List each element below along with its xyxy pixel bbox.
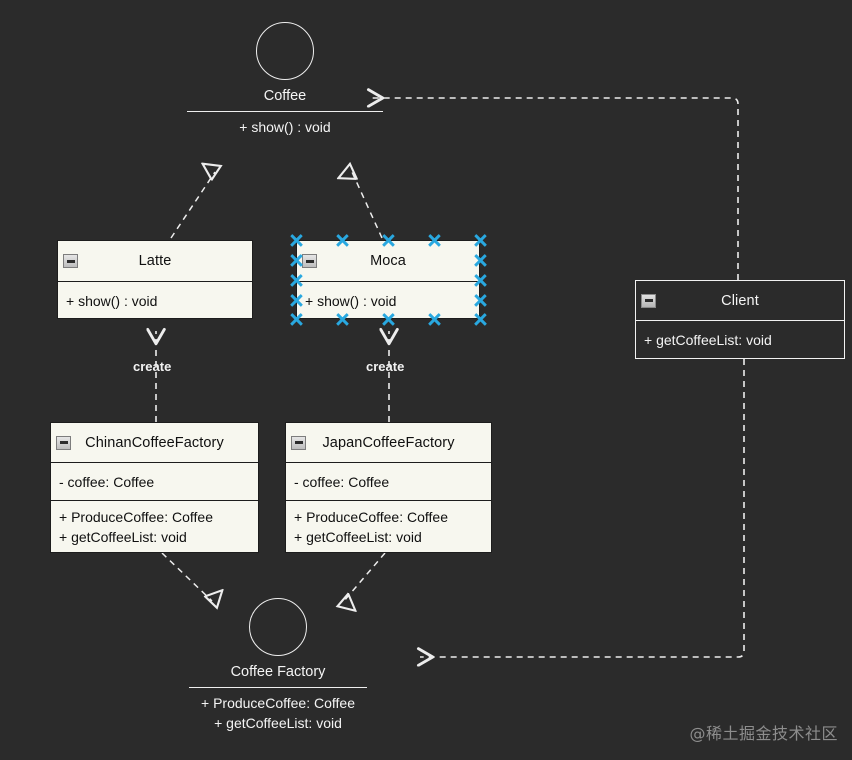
resize-handle-s[interactable]: [382, 313, 395, 326]
interface-coffee-factory[interactable]: Coffee Factory + ProduceCoffee: Coffee +…: [178, 598, 378, 733]
class-method-client-getcoffeelist: + getCoffeeList: void: [644, 332, 772, 348]
class-methods-compartment-chinan: + ProduceCoffee: Coffee + getCoffeeList:…: [51, 500, 258, 553]
class-box-chinancoffeefactory[interactable]: ChinanCoffeeFactory - coffee: Coffee + P…: [50, 422, 259, 553]
minus-icon[interactable]: [291, 435, 306, 450]
resize-handle-s1[interactable]: [336, 313, 349, 326]
resize-handle-e2[interactable]: [474, 294, 487, 307]
resize-handle-e1[interactable]: [474, 254, 487, 267]
interface-divider-coffee-factory: [189, 687, 367, 688]
resize-handle-n[interactable]: [382, 234, 395, 247]
class-box-latte[interactable]: Latte + show() : void: [57, 240, 253, 319]
edge-japan-realizes-coffeefactory: [344, 552, 386, 601]
interface-circle-coffee: [256, 22, 314, 80]
class-method-chinan-producecoffee: + ProduceCoffee: Coffee: [59, 509, 213, 525]
class-title-compartment-moca: Moca: [297, 241, 479, 281]
resize-handle-w[interactable]: [290, 274, 303, 287]
edge-chinan-realizes-coffeefactory: [161, 552, 212, 601]
interface-method-getcoffeelist: + getCoffeeList: void: [214, 715, 342, 731]
minus-icon[interactable]: [63, 254, 78, 268]
edge-moca-realizes-coffee: [352, 172, 383, 239]
class-method-japan-getcoffeelist: + getCoffeeList: void: [294, 529, 422, 545]
class-method-chinan-getcoffeelist: + getCoffeeList: void: [59, 529, 187, 545]
watermark-text: @稀土掘金技术社区: [689, 724, 838, 743]
resize-handle-e[interactable]: [474, 274, 487, 287]
class-methods-compartment-moca: + show() : void: [297, 281, 479, 319]
edge-latte-realizes-coffee: [170, 172, 215, 239]
class-title-compartment-client: Client: [636, 281, 844, 320]
edge-label-chinan-create: create: [133, 359, 172, 374]
interface-method-producecoffee: + ProduceCoffee: Coffee: [201, 695, 355, 711]
minus-icon[interactable]: [56, 435, 71, 450]
interface-members-coffee: + show() : void: [239, 119, 331, 135]
class-title-client: Client: [721, 292, 759, 309]
interface-coffee[interactable]: Coffee + show() : void: [187, 22, 383, 137]
resize-handle-s2[interactable]: [428, 313, 441, 326]
class-method-moca-show: + show() : void: [305, 292, 397, 309]
class-title-chinancoffeefactory: ChinanCoffeeFactory: [85, 434, 224, 451]
class-title-moca: Moca: [370, 253, 406, 269]
class-title-compartment-latte: Latte: [58, 241, 252, 281]
interface-divider-coffee: [187, 111, 383, 112]
interface-name-coffee-factory: Coffee Factory: [230, 664, 326, 680]
interface-name-coffee: Coffee: [263, 88, 307, 104]
class-title-latte: Latte: [138, 253, 172, 269]
resize-handle-ne[interactable]: [474, 234, 487, 247]
class-methods-compartment-japan: + ProduceCoffee: Coffee + getCoffeeList:…: [286, 500, 491, 553]
resize-handle-n2[interactable]: [428, 234, 441, 247]
class-box-moca[interactable]: Moca + show() : void: [296, 240, 480, 319]
resize-handle-n1[interactable]: [336, 234, 349, 247]
resize-handle-nw[interactable]: [290, 234, 303, 247]
interface-circle-coffee-factory: [249, 598, 307, 656]
resize-handle-w2[interactable]: [290, 294, 303, 307]
edge-label-japan-create: create: [366, 359, 405, 374]
class-attribute-japan-coffee: - coffee: Coffee: [294, 473, 390, 490]
resize-handle-sw[interactable]: [290, 313, 303, 326]
class-title-compartment-chinan: ChinanCoffeeFactory: [51, 423, 258, 462]
class-method-japan-producecoffee: + ProduceCoffee: Coffee: [294, 509, 448, 525]
class-method-latte-show: + show() : void: [66, 292, 158, 309]
class-title-japancoffeefactory: JapanCoffeeFactory: [322, 434, 455, 451]
class-attribute-chinan-coffee: - coffee: Coffee: [59, 473, 155, 490]
minus-icon[interactable]: [302, 254, 317, 268]
class-attributes-compartment-japan: - coffee: Coffee: [286, 462, 491, 500]
minus-icon[interactable]: [641, 293, 656, 308]
resize-handle-se[interactable]: [474, 313, 487, 326]
class-box-client[interactable]: Client + getCoffeeList: void: [635, 280, 845, 359]
class-methods-compartment-latte: + show() : void: [58, 281, 252, 319]
resize-handle-w1[interactable]: [290, 254, 303, 267]
class-box-japancoffeefactory[interactable]: JapanCoffeeFactory - coffee: Coffee + Pr…: [285, 422, 492, 553]
class-title-compartment-japan: JapanCoffeeFactory: [286, 423, 491, 462]
class-attributes-compartment-chinan: - coffee: Coffee: [51, 462, 258, 500]
class-methods-compartment-client: + getCoffeeList: void: [636, 320, 844, 359]
